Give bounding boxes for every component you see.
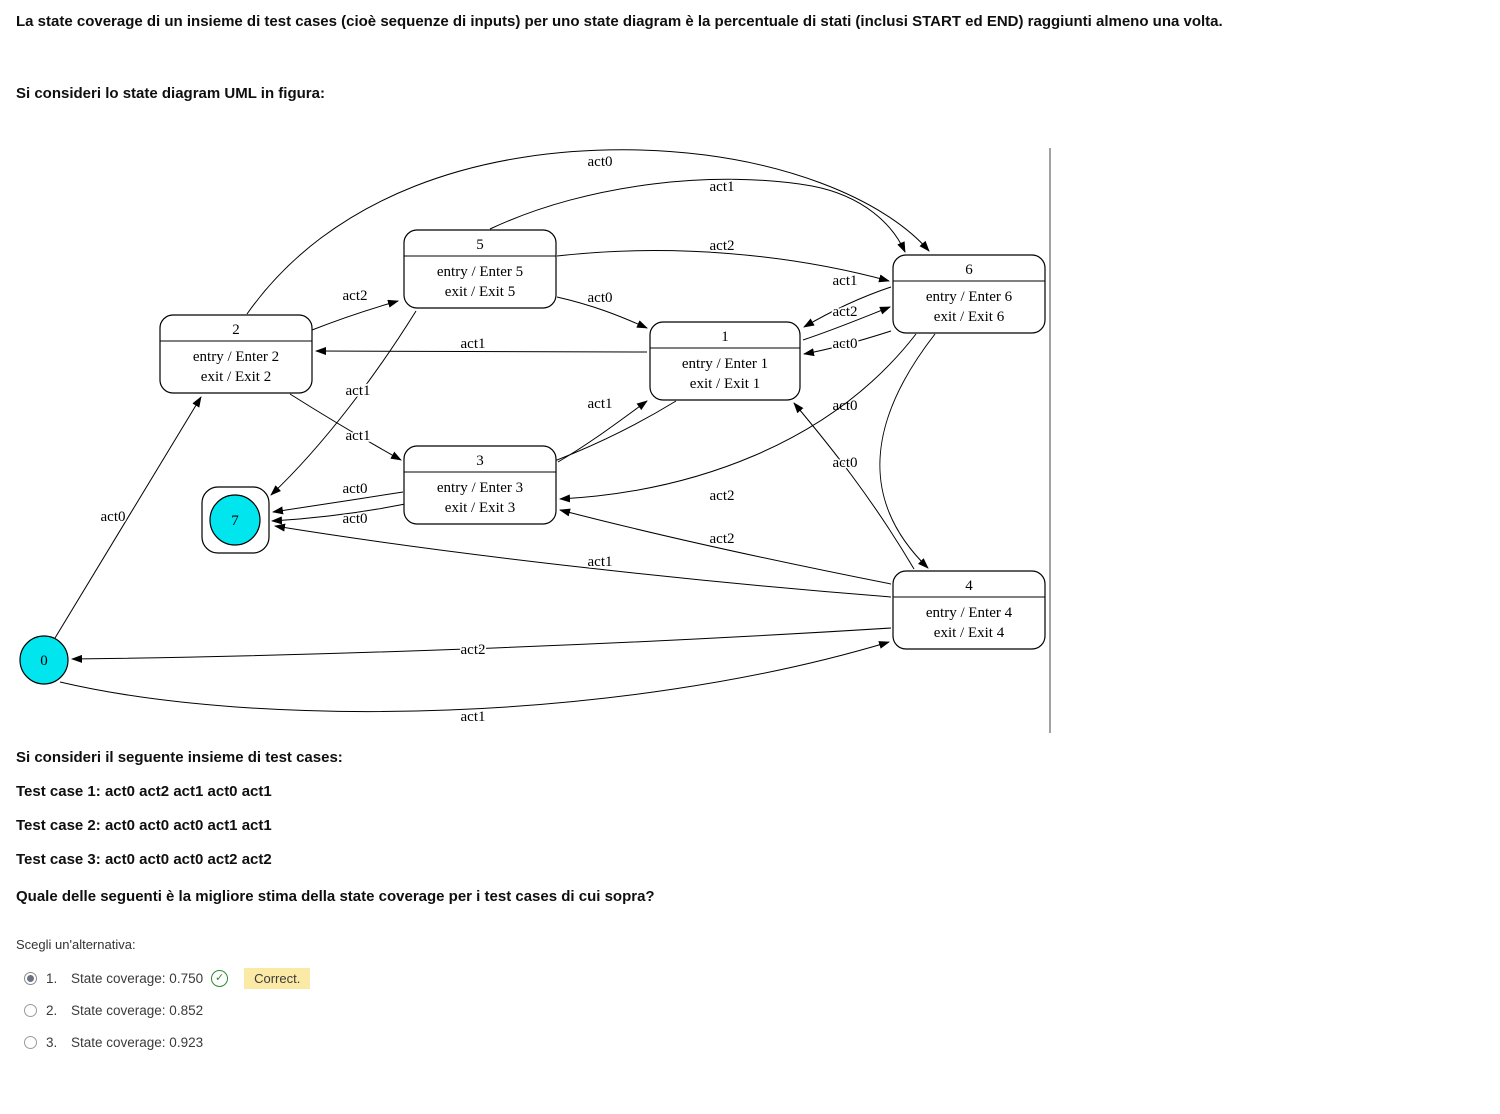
state-title: 4 <box>965 578 973 594</box>
choose-label: Scegli un'alternativa: <box>16 937 136 952</box>
edge-1-6-act2: act2 <box>802 302 891 341</box>
edge-label: act1 <box>461 336 486 352</box>
state-diagram: act0 act2 act0 act1 act2 act0 act1 act2 … <box>19 148 1051 733</box>
state-title: 2 <box>232 322 240 338</box>
state-entry: entry / Enter 5 <box>437 264 523 280</box>
edge-label: act0 <box>833 336 858 352</box>
state-exit: exit / Exit 6 <box>934 309 1005 325</box>
edge-5-7: act1 <box>270 310 417 496</box>
edge-1-7: act0 <box>271 400 677 529</box>
answer-option-1: 1. State coverage: 0.750 ✓ Correct. <box>0 962 1500 994</box>
edge-label: act2 <box>710 238 735 254</box>
radio-button-2[interactable] <box>24 1003 37 1017</box>
state-7-end: 7 <box>201 486 270 554</box>
state-title: 1 <box>721 329 729 345</box>
edge-3-1: act1 <box>557 394 648 463</box>
edge-5-1: act0 <box>556 288 648 329</box>
state-2: 2 entry / Enter 2 exit / Exit 2 <box>159 314 313 394</box>
edge-3-7: act0 <box>272 479 404 515</box>
option-label[interactable]: State coverage: 0.852 <box>71 1002 204 1018</box>
question-text: Quale delle seguenti è la migliore stima… <box>16 888 655 905</box>
state-title: 6 <box>965 262 973 278</box>
option-number: 1. <box>46 970 58 986</box>
edge-label: act0 <box>833 398 858 414</box>
edge-label: act1 <box>588 554 613 570</box>
state-title: 0 <box>40 653 48 669</box>
test-case-1: Test case 1: act0 act2 act1 act0 act1 <box>16 783 272 800</box>
answer-option-3: 3. State coverage: 0.923 <box>0 1026 1500 1058</box>
state-title: 7 <box>231 513 239 529</box>
correct-badge: Correct. <box>244 967 311 989</box>
edge-0-2: act0 <box>54 396 202 639</box>
edge-5-6-act2: act2 <box>556 236 890 283</box>
state-5: 5 entry / Enter 5 exit / Exit 5 <box>403 229 557 309</box>
edge-6-4: act0 <box>831 333 936 569</box>
test-case-3: Test case 3: act0 act0 act0 act2 act2 <box>16 851 272 868</box>
edge-label: act1 <box>461 709 486 725</box>
state-exit: exit / Exit 5 <box>445 284 515 300</box>
state-3: 3 entry / Enter 3 exit / Exit 3 <box>403 445 557 525</box>
edge-4-7: act1 <box>274 523 892 598</box>
state-exit: exit / Exit 1 <box>690 376 760 392</box>
edge-label: act0 <box>588 154 613 170</box>
edge-label: act2 <box>833 304 858 320</box>
edge-label: act1 <box>346 428 371 444</box>
state-exit: exit / Exit 4 <box>934 625 1005 641</box>
edge-label: act0 <box>343 481 368 497</box>
figure-caption: Si consideri lo state diagram UML in fig… <box>16 85 325 102</box>
edge-label: act1 <box>588 396 613 412</box>
state-entry: entry / Enter 6 <box>926 289 1013 305</box>
edge-4-0: act2 <box>71 627 892 663</box>
state-exit: exit / Exit 2 <box>201 369 271 385</box>
edge-5-6-act1: act1 <box>489 177 906 253</box>
state-entry: entry / Enter 1 <box>682 356 768 372</box>
option-label[interactable]: State coverage: 0.750 <box>71 970 204 986</box>
option-label[interactable]: State coverage: 0.923 <box>71 1034 204 1050</box>
edge-label: act0 <box>343 511 368 527</box>
state-title: 3 <box>476 453 484 469</box>
edge-label: act2 <box>710 531 735 547</box>
edge-6-1-act1: act1 <box>803 271 892 328</box>
state-0-start: 0 <box>19 635 69 685</box>
edge-6-3: act2 <box>559 333 917 506</box>
state-exit: exit / Exit 3 <box>445 500 515 516</box>
option-number: 2. <box>46 1002 58 1018</box>
edge-4-1: act0 <box>793 402 915 570</box>
edge-label: act0 <box>588 290 613 306</box>
state-1: 1 entry / Enter 1 exit / Exit 1 <box>649 321 801 401</box>
edge-2-3: act1 <box>289 393 402 461</box>
edge-1-2: act1 <box>315 334 648 356</box>
state-entry: entry / Enter 2 <box>193 349 279 365</box>
state-entry: entry / Enter 4 <box>926 605 1013 621</box>
edge-label: act0 <box>833 455 858 471</box>
edge-2-5: act2 <box>311 286 399 331</box>
state-4: 4 entry / Enter 4 exit / Exit 4 <box>892 570 1046 650</box>
edge-2-6: act0 <box>246 149 930 315</box>
state-entry: entry / Enter 3 <box>437 480 523 496</box>
correct-check-icon: ✓ <box>211 969 229 987</box>
answer-option-2: 2. State coverage: 0.852 <box>0 994 1500 1026</box>
radio-button-3[interactable] <box>24 1035 37 1049</box>
edge-label: act2 <box>461 642 486 658</box>
edge-label: act0 <box>101 509 126 525</box>
edge-0-4: act1 <box>59 641 890 727</box>
question-intro: La state coverage di un insieme di test … <box>16 13 1223 30</box>
edge-6-1-act0: act0 <box>803 330 892 357</box>
option-number: 3. <box>46 1034 58 1050</box>
edge-label: act1 <box>710 179 735 195</box>
answer-options: 1. State coverage: 0.750 ✓ Correct. 2. S… <box>0 962 1500 1058</box>
state-title: 5 <box>476 237 484 253</box>
edge-label: act1 <box>833 273 858 289</box>
edge-label: act1 <box>346 383 371 399</box>
edge-label: act2 <box>343 288 368 304</box>
testcases-intro: Si consideri il seguente insieme di test… <box>16 749 343 766</box>
edge-label: act2 <box>710 488 735 504</box>
edge-4-3: act2 <box>559 508 892 585</box>
state-6: 6 entry / Enter 6 exit / Exit 6 <box>892 254 1046 334</box>
radio-button-1[interactable] <box>24 971 37 985</box>
test-case-2: Test case 2: act0 act0 act0 act1 act1 <box>16 817 272 834</box>
